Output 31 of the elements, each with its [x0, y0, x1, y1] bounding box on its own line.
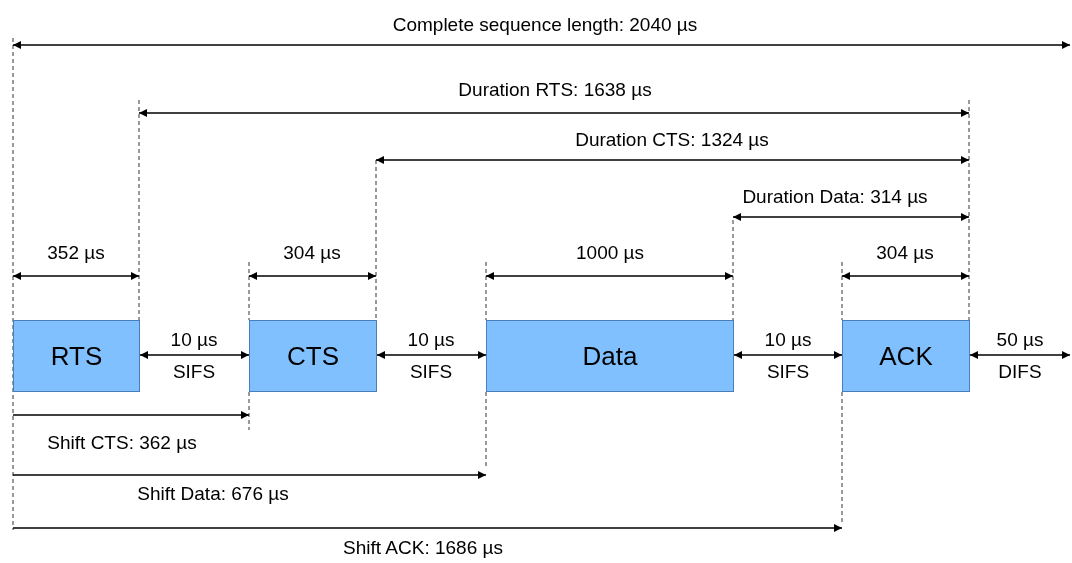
dimension-label: Shift CTS: 362 µs	[47, 432, 197, 454]
gap-label: 10 µs	[170, 329, 218, 351]
dimension-label: Shift Data: 676 µs	[137, 483, 289, 505]
frame-box	[249, 320, 377, 392]
gap-label: 10 µs	[407, 329, 455, 351]
dimension-label: Duration Data: 314 µs	[742, 186, 928, 208]
frame-label: CTS	[287, 340, 339, 372]
arrow	[139, 351, 250, 359]
arrow	[733, 351, 843, 359]
dimension-label: Duration CTS: 1324 µs	[575, 129, 769, 151]
frame-box	[486, 320, 734, 392]
gap-label: 50 µs	[996, 329, 1044, 351]
arrow	[969, 351, 1071, 359]
frame-label: Data	[582, 340, 638, 372]
frame-box	[13, 320, 140, 392]
gap-label: SIFS	[409, 361, 453, 383]
frame-box	[842, 320, 970, 392]
gap-label: 10 µs	[764, 329, 812, 351]
dimension-label: Duration RTS: 1638 µs	[458, 79, 652, 101]
arrow	[376, 351, 487, 359]
gap-label: SIFS	[172, 361, 216, 383]
dimension-label: Shift ACK: 1686 µs	[343, 537, 503, 559]
dimension-label: 304 µs	[283, 242, 341, 264]
dimension-label: 352 µs	[47, 242, 105, 264]
dimension-label: Complete sequence length: 2040 µs	[392, 14, 698, 36]
dimension-label: 1000 µs	[576, 242, 644, 264]
gap-label: SIFS	[766, 361, 810, 383]
frame-label: RTS	[50, 340, 103, 372]
frame-label: ACK	[879, 340, 933, 372]
gap-label: DIFS	[998, 361, 1042, 383]
dimension-label: 304 µs	[876, 242, 934, 264]
